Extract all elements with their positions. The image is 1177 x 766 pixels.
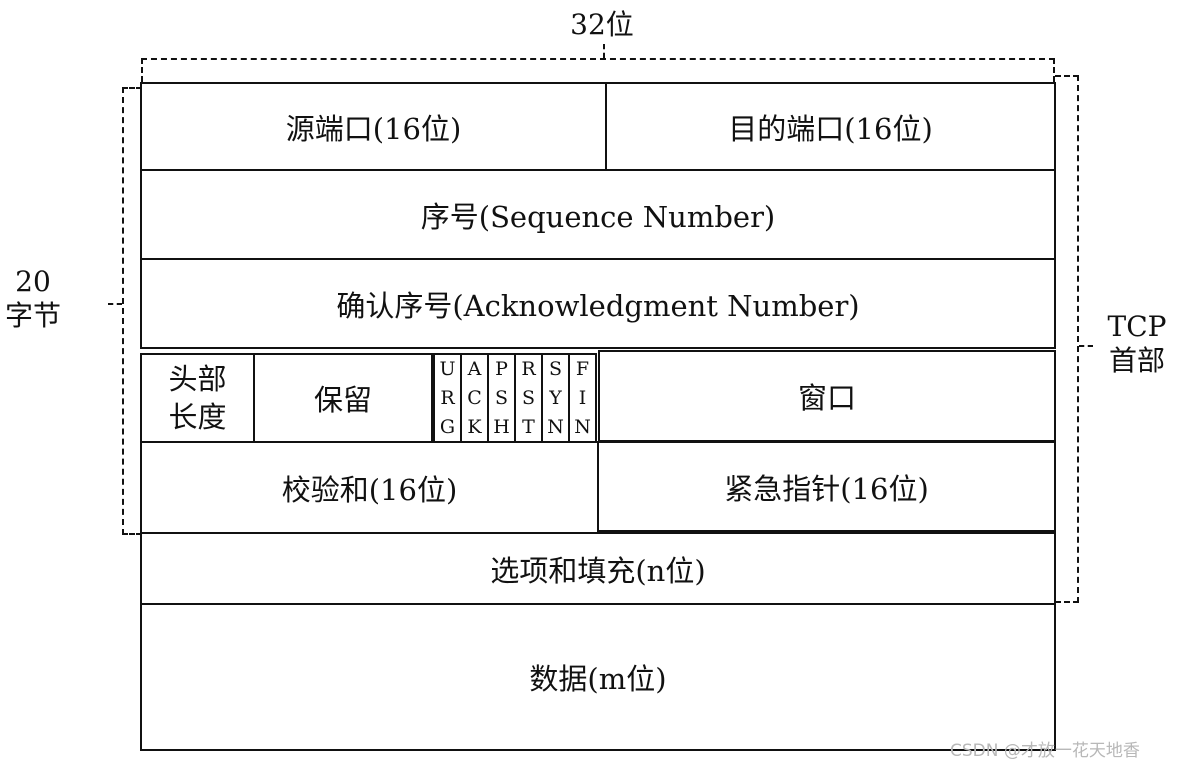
source-port-field: 源端口(16位) (140, 82, 607, 171)
flag-letter: S (494, 386, 509, 409)
width-label: 32位 (570, 8, 634, 41)
data-field: 数据(m位) (140, 603, 1056, 751)
destination-port-field: 目的端口(16位) (605, 82, 1056, 171)
width-bracket (141, 58, 1055, 82)
header-20-bytes-tick (108, 303, 122, 305)
reserved-field: 保留 (253, 353, 433, 443)
options-padding-field: 选项和填充(n位) (140, 532, 1056, 605)
flag-letter: U (439, 357, 456, 380)
flag-letter: N (574, 415, 591, 438)
flag-letter: C (467, 386, 482, 409)
flag-letter: I (578, 386, 587, 409)
flag-letter: H (493, 415, 510, 438)
sequence-number-field: 序号(Sequence Number) (140, 169, 1056, 260)
flag-letter: S (521, 386, 536, 409)
flag-letter: P (495, 357, 508, 380)
tcp-header-line2: 首部 (1108, 344, 1165, 377)
header-20-bytes-label: 20 字节 (0, 265, 66, 333)
header-length-field: 头部 长度 (140, 353, 255, 443)
header-20-bytes-line2: 字节 (4, 299, 61, 332)
header-length-line1: 头部 (168, 362, 227, 396)
checksum-field: 校验和(16位) (140, 441, 599, 535)
header-length-line2: 长度 (168, 400, 227, 434)
tcp-header-bracket (1055, 75, 1079, 603)
watermark: CSDN @才放一花天地香 (950, 741, 1140, 761)
urgent-pointer-field: 紧急指针(16位) (597, 441, 1056, 532)
tcp-header-label: TCP 首部 (1098, 310, 1176, 378)
flag-letter: Y (549, 386, 562, 409)
flag-letter: R (521, 357, 536, 380)
flag-letter: K (467, 415, 482, 438)
tcp-header-tick (1079, 345, 1093, 347)
flag-letter: F (575, 357, 590, 380)
flag-letter: N (547, 415, 564, 438)
flag-letter: S (548, 357, 563, 380)
width-bracket-tick (603, 44, 605, 58)
header-20-bytes-bracket (122, 87, 142, 535)
acknowledgment-number-field: 确认序号(Acknowledgment Number) (140, 258, 1056, 349)
window-field: 窗口 (598, 350, 1056, 442)
flag-letter: T (522, 415, 535, 438)
flag-letter: A (467, 357, 482, 380)
tcp-header-line1: TCP (1107, 310, 1167, 343)
flag-letter: G (439, 415, 456, 438)
flag-letter: R (440, 386, 455, 409)
header-20-bytes-line1: 20 (15, 265, 51, 298)
